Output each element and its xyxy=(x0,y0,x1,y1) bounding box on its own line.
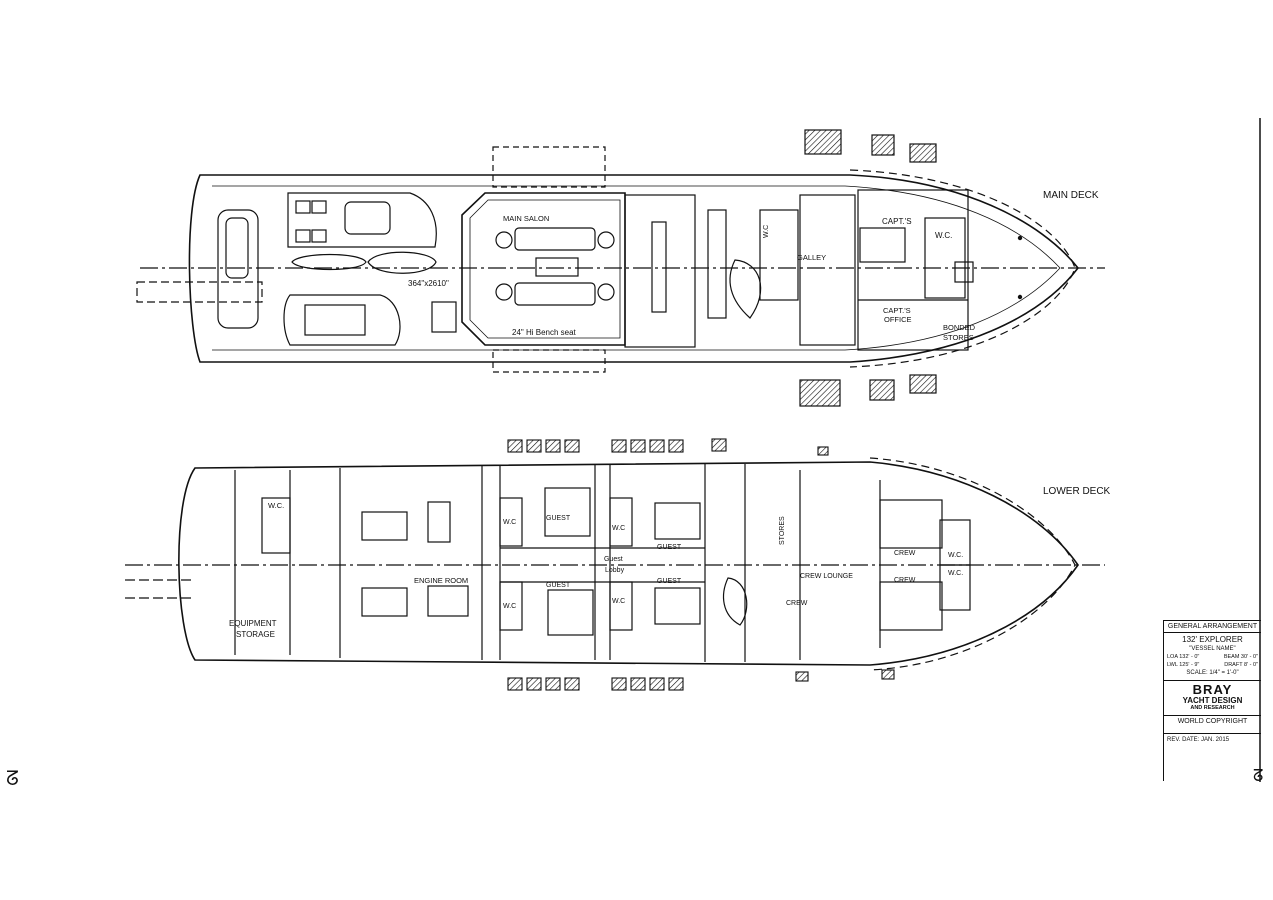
model-label: 132' EXPLORER xyxy=(1182,635,1243,644)
brand-logo: BRAY YACHT DESIGN AND RESEARCH xyxy=(1164,681,1261,716)
guest-wc-label-4: W.C xyxy=(612,598,625,605)
guest-label-1: GUEST xyxy=(546,515,571,522)
copyright-heading: WORLD COPYRIGHT xyxy=(1177,718,1248,725)
brand-line-2: YACHT DESIGN xyxy=(1182,696,1243,705)
guest-label-2: GUEST xyxy=(546,582,571,589)
bonded-stores-label-1: BONDED xyxy=(943,323,976,332)
rev-date: REV. DATE: JAN. 2015 xyxy=(1167,736,1230,743)
draft-value: DRAFT 8' - 0" xyxy=(1224,662,1258,668)
copyright-block: WORLD COPYRIGHT ​ xyxy=(1164,716,1261,734)
brand-name: BRAY xyxy=(1192,682,1233,697)
guest-lobby-label-1: Guest xyxy=(604,556,623,563)
lwl-value: LWL 125' - 9" xyxy=(1167,662,1200,668)
lower-deck-title: LOWER DECK xyxy=(1043,486,1111,497)
copyright-fine-print: ​ xyxy=(1167,726,1258,731)
title-block-heading: GENERAL ARRANGEMENT xyxy=(1164,621,1261,633)
guest-lobby-label-2: Lobby xyxy=(605,567,625,574)
bench-seat-label: 24" Hi Bench seat xyxy=(512,328,577,337)
equipment-label: EQUIPMENT xyxy=(229,619,277,628)
beam-value: BEAM 30' - 0" xyxy=(1223,654,1258,660)
main-deck-hatched-blocks xyxy=(799,129,937,407)
lower-wc-label-aft: W.C. xyxy=(268,501,284,510)
engine-room-label: ENGINE ROOM xyxy=(414,576,468,585)
signature-mark-right: ᘔ xyxy=(1253,766,1264,785)
brand-line-3: AND RESEARCH xyxy=(1190,705,1235,711)
main-salon-label: MAIN SALON xyxy=(503,214,549,223)
storage-label: STORAGE xyxy=(236,630,275,639)
loa-value: LOA 132' - 0" xyxy=(1167,654,1200,660)
stores-label: STORES xyxy=(779,516,786,545)
crew-label-2: CREW xyxy=(894,577,916,584)
guest-label-4: GUEST xyxy=(657,578,682,585)
galley-label: GALLEY xyxy=(797,253,826,262)
capts-label: CAPT.'S xyxy=(882,217,912,226)
guest-label-3: GUEST xyxy=(657,544,682,551)
crew-wc-label-1: W.C. xyxy=(948,552,963,559)
title-block: GENERAL ARRANGEMENT 132' EXPLORER "VESSE… xyxy=(1163,620,1261,781)
crew-label-3: CREW xyxy=(786,600,808,607)
spec-row-1: LOA 132' - 0" BEAM 30' - 0" xyxy=(1167,653,1258,661)
lower-deck-hatched-blocks xyxy=(507,438,895,691)
capts-office-label-1: CAPT.'S xyxy=(883,306,911,315)
signature-mark: ᘔ xyxy=(6,766,19,790)
main-wc-label: W.C. xyxy=(935,231,952,240)
guest-wc-label-2: W.C xyxy=(503,603,516,610)
main-deck-plan xyxy=(136,146,1105,373)
title-block-vessel: 132' EXPLORER "VESSEL NAME" LOA 132' - 0… xyxy=(1164,633,1261,681)
dimension-label: 364"x2610" xyxy=(408,279,449,288)
guest-wc-label-3: W.C xyxy=(612,525,625,532)
main-wc-vertical-label: W.C xyxy=(763,225,770,238)
spec-row-2: LWL 125' - 9" DRAFT 8' - 0" xyxy=(1167,661,1258,669)
main-deck-title: MAIN DECK xyxy=(1043,190,1099,201)
guest-wc-label-1: W.C xyxy=(503,519,516,526)
lower-deck-plan xyxy=(125,457,1105,671)
scale-label: SCALE: 1/4" = 1'-0" xyxy=(1186,670,1239,676)
crew-wc-label-2: W.C. xyxy=(948,570,963,577)
crew-lounge-label: CREW LOUNGE xyxy=(800,573,853,580)
crew-label-1: CREW xyxy=(894,550,916,557)
capts-office-label-2: OFFICE xyxy=(884,315,912,324)
vessel-name-label: "VESSEL NAME" xyxy=(1189,646,1236,652)
bonded-stores-label-2: STORES xyxy=(943,333,974,342)
